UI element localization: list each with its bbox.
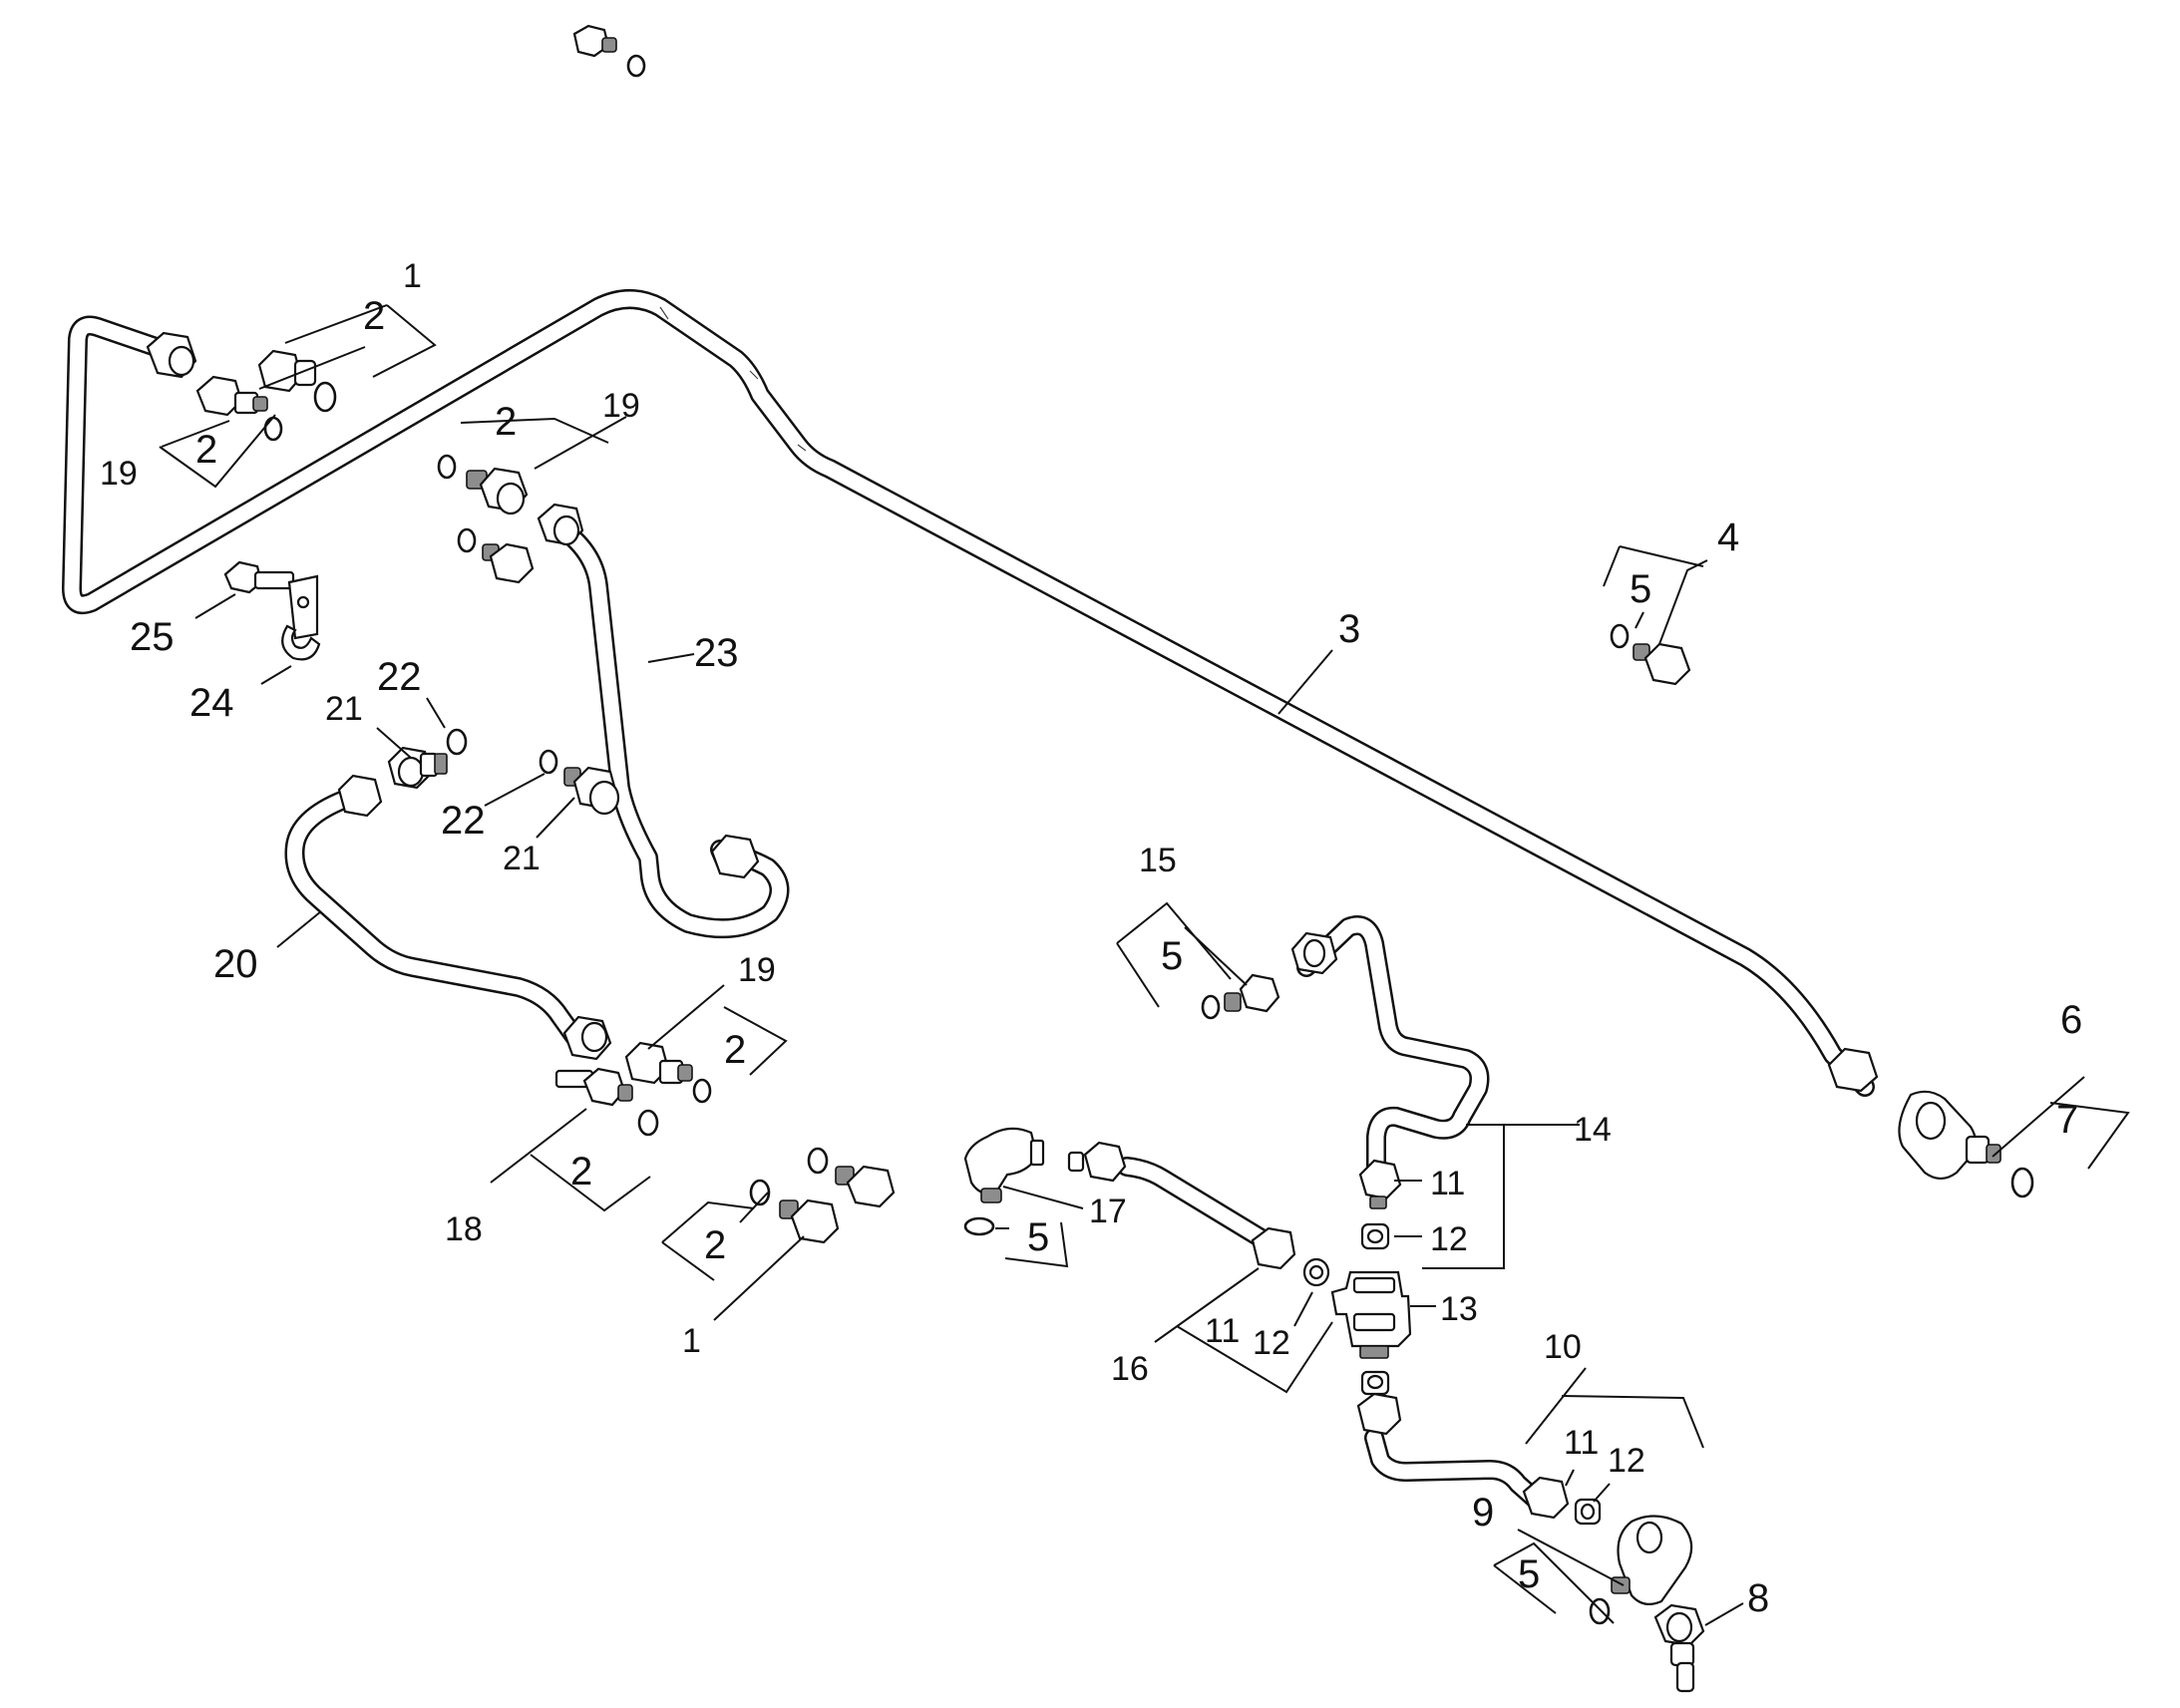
callout-4: 4	[1717, 515, 1739, 559]
fitting-group-19-upper	[437, 454, 584, 584]
callout-1-top: 1	[403, 257, 422, 295]
callout-12-c: 12	[1608, 1442, 1645, 1480]
callout-2-bottom-left: 2	[570, 1150, 592, 1194]
callout-2-upper: 2	[495, 400, 517, 444]
leader-lines	[159, 304, 2130, 1626]
callout-6: 6	[2060, 998, 2082, 1042]
fitting-group-1-19	[146, 331, 337, 442]
callout-19-left: 19	[100, 455, 138, 493]
callout-2-bottom-mid: 2	[704, 1223, 726, 1267]
callout-22-b: 22	[441, 799, 486, 843]
callout-24: 24	[189, 681, 234, 725]
pipe-10	[1364, 1428, 1546, 1510]
callout-3: 3	[1338, 607, 1360, 651]
callout-8: 8	[1747, 1576, 1769, 1620]
plug-group-1-lower	[749, 1147, 896, 1244]
callout-2-mid-left: 2	[195, 428, 217, 472]
tee-fitting-13	[1330, 1270, 1412, 1436]
pipe-3	[62, 289, 1875, 1097]
pipe-23	[548, 516, 790, 939]
callout-25: 25	[130, 615, 175, 659]
callout-11-b: 11	[1205, 1312, 1240, 1350]
fitting-group-21-22-left	[337, 728, 468, 818]
callout-14: 14	[1574, 1111, 1612, 1149]
fitting-group-8-12	[1522, 1476, 1705, 1693]
callout-15: 15	[1139, 842, 1177, 879]
pipe-14	[1296, 915, 1490, 1187]
loose-plug-fitting	[572, 24, 646, 78]
callout-21-b: 21	[503, 840, 541, 877]
pipe-20	[284, 790, 590, 1055]
callout-16: 16	[1111, 1350, 1149, 1388]
callout-5-lower: 5	[1027, 1215, 1049, 1259]
callout-20: 20	[213, 942, 258, 986]
callout-5-right: 5	[1630, 567, 1651, 611]
callout-19-lower: 19	[738, 951, 776, 989]
fitting-group-21-22-right	[539, 749, 620, 816]
elbow-17	[963, 1127, 1330, 1287]
plug-4	[1610, 623, 1691, 686]
callout-12-a: 12	[1430, 1220, 1468, 1258]
callout-13: 13	[1440, 1290, 1478, 1328]
callout-18: 18	[445, 1210, 483, 1248]
callout-9: 9	[1472, 1491, 1494, 1535]
callout-7: 7	[2056, 1098, 2078, 1142]
callout-10: 10	[1544, 1328, 1582, 1366]
callout-5-mid: 5	[1161, 934, 1183, 978]
callout-labels: 1 2 2 19 2 19 3 4 5 25 24 23 21 22 22 21…	[100, 257, 2082, 1620]
fitting-15	[1201, 931, 1338, 1020]
callout-2-lower: 2	[724, 1028, 746, 1072]
fitting-6-7	[1827, 1047, 2034, 1198]
callout-22-a: 22	[377, 655, 422, 699]
callout-12-b: 12	[1253, 1324, 1290, 1362]
callout-19-upper: 19	[602, 387, 640, 425]
callout-17: 17	[1089, 1193, 1127, 1230]
bolt-25-clamp-24	[223, 560, 321, 661]
pipe-16	[1117, 1157, 1274, 1250]
pipe-23-nut	[710, 834, 760, 879]
callout-11-a: 11	[1430, 1165, 1465, 1202]
callout-5-bottom: 5	[1518, 1552, 1540, 1596]
callout-11-c: 11	[1564, 1424, 1599, 1462]
callout-23: 23	[694, 631, 739, 675]
callout-2-top: 2	[363, 294, 385, 338]
callout-21-a: 21	[325, 690, 363, 728]
fitting-group-18-19	[554, 1015, 712, 1137]
fitting-14-nut	[1358, 1159, 1402, 1250]
callout-1-bottom: 1	[682, 1322, 701, 1360]
